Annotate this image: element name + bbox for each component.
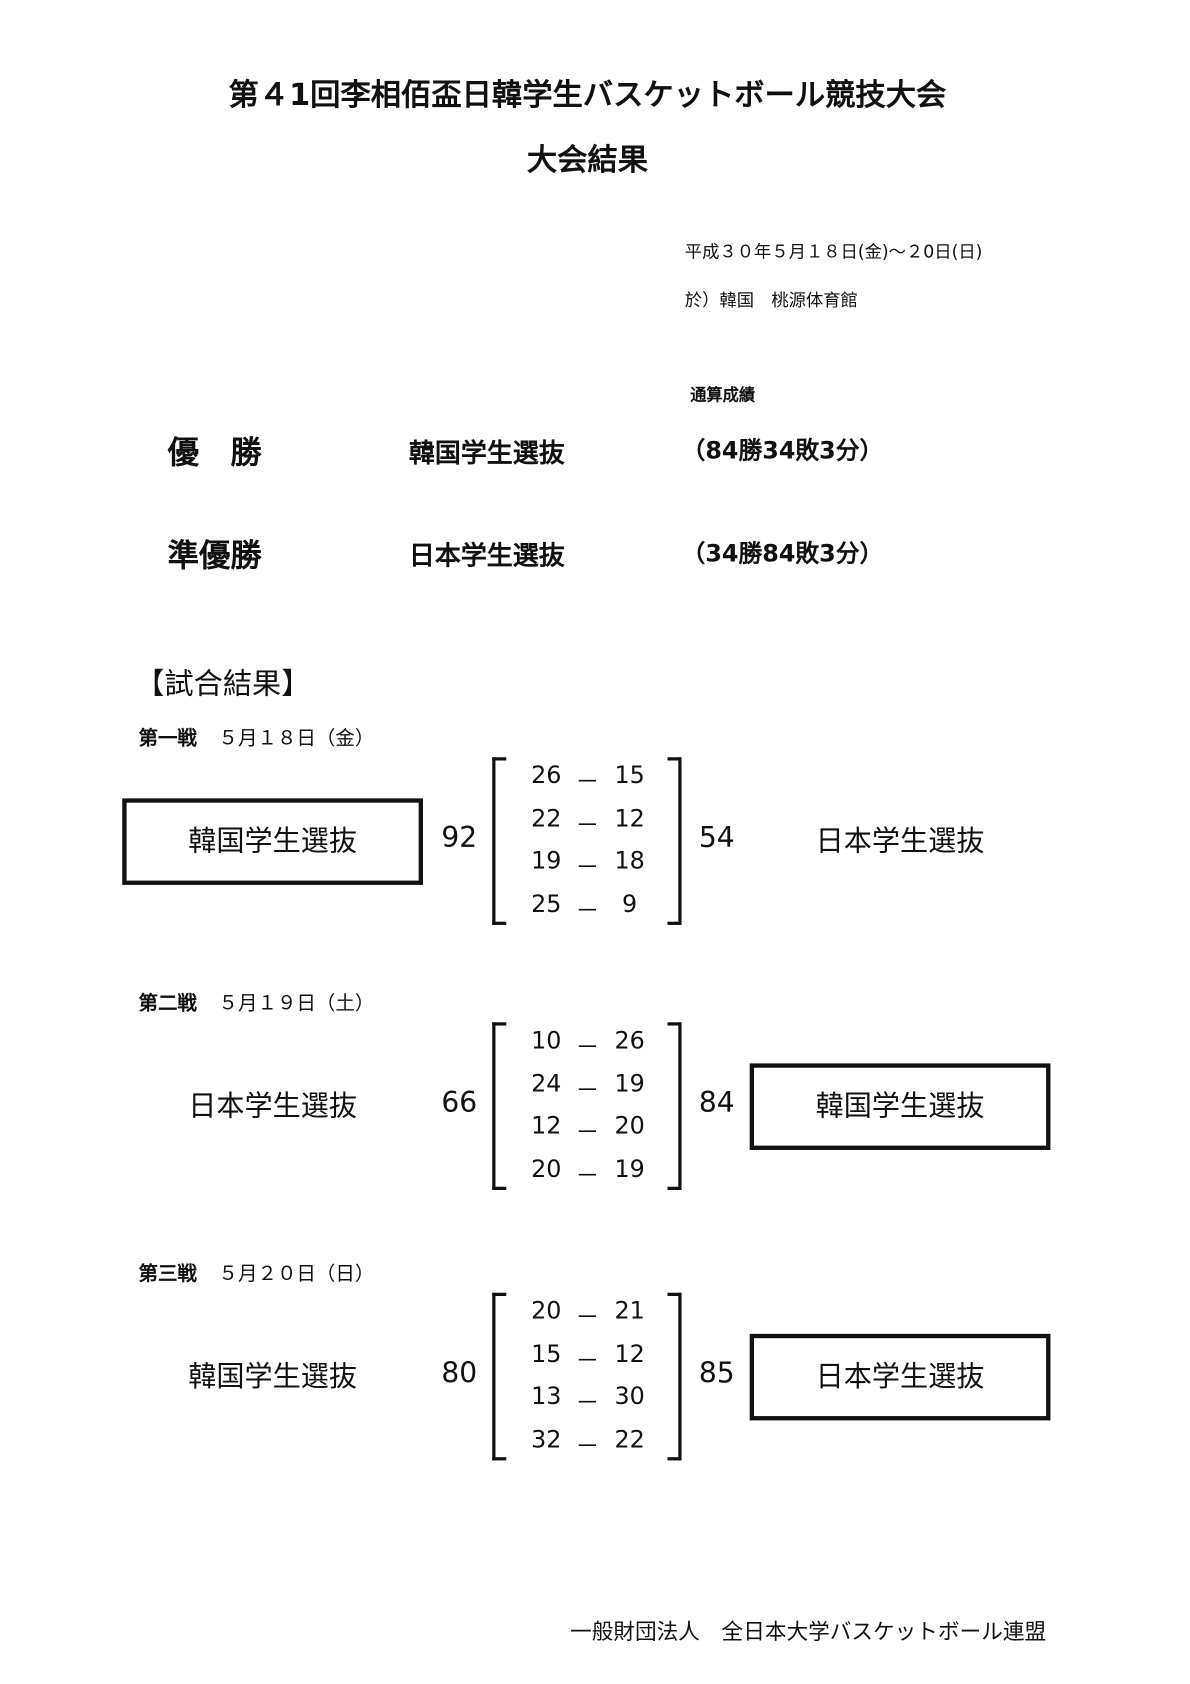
left-team: 韓国学生選抜	[122, 1334, 423, 1421]
bracket-right	[667, 1022, 682, 1190]
game-header: 第三戦 ５月２０日（日）	[138, 1258, 374, 1286]
quarter-dash: －	[575, 811, 600, 839]
quarter-dash: －	[575, 1119, 600, 1147]
game-label: 第二戦	[138, 992, 197, 1015]
quarter-left-score: 19	[531, 848, 562, 876]
game-date: ５月２０日（日）	[218, 1262, 375, 1286]
quarter-right-score: 22	[614, 1426, 645, 1454]
right-total-score: 85	[698, 1357, 735, 1391]
event-venue: 於）韓国 桃源体育館	[684, 289, 858, 311]
quarter-left-score: 13	[531, 1383, 562, 1411]
left-team-name: 韓国学生選抜	[188, 825, 357, 858]
quarter-left-score: 15	[531, 1340, 562, 1368]
champion-team: 韓国学生選抜	[408, 438, 565, 469]
right-team: 日本学生選抜	[749, 1333, 1051, 1421]
bracket-left	[492, 1292, 507, 1461]
quarter-dash: －	[575, 769, 600, 797]
left-total-score: 80	[441, 1357, 478, 1391]
quarter-left-score: 10	[531, 1027, 562, 1055]
overall-record-label: 通算成績	[690, 385, 756, 405]
bracket-left	[492, 757, 507, 925]
game-header: 第一戦 ５月１８日（金）	[138, 723, 374, 751]
quarter-right-score: 18	[614, 848, 645, 876]
footer-organization: 一般財団法人 全日本大学バスケットボール連盟	[570, 1618, 1047, 1645]
game-label: 第三戦	[138, 1262, 197, 1286]
bracket-right	[667, 757, 682, 925]
quarter-left-score: 22	[531, 805, 562, 833]
champion-record: （84勝34敗3分）	[681, 438, 884, 466]
quarter-right-score: 15	[614, 762, 645, 790]
quarter-dash: －	[575, 1347, 600, 1375]
results-heading: 【試合結果】	[135, 667, 311, 702]
bracket-right	[667, 1292, 682, 1461]
left-team-name: 韓国学生選抜	[188, 1360, 357, 1394]
quarter-dash: －	[575, 1304, 600, 1332]
left-team: 韓国学生選抜	[122, 798, 423, 885]
right-team: 日本学生選抜	[750, 798, 1051, 885]
runner-up-label: 準優勝	[167, 536, 262, 574]
left-team-name: 日本学生選抜	[188, 1090, 357, 1123]
quarter-dash: －	[575, 1034, 600, 1062]
event-date: 平成３０年５月１８日(金)～２0日(日)	[684, 241, 983, 262]
quarter-left-score: 12	[531, 1113, 562, 1141]
quarter-left-score: 26	[531, 762, 562, 790]
runner-up-team: 日本学生選抜	[408, 540, 565, 572]
bracket-left	[492, 1022, 507, 1190]
game-header: 第二戦 ５月１９日（土）	[138, 988, 374, 1016]
right-total-score: 84	[698, 1087, 735, 1120]
quarter-right-score: 26	[614, 1027, 645, 1055]
quarter-dash: －	[575, 1162, 600, 1190]
quarter-left-score: 20	[531, 1298, 562, 1326]
game-date: ５月１９日（土）	[218, 992, 375, 1015]
right-team-name: 日本学生選抜	[815, 825, 985, 858]
champion-label: 優 勝	[167, 433, 262, 471]
left-team: 日本学生選抜	[122, 1063, 423, 1150]
quarter-left-score: 20	[531, 1155, 562, 1183]
game-date: ５月１８日（金）	[218, 726, 375, 750]
quarter-right-score: 21	[614, 1298, 645, 1326]
quarter-right-score: 12	[614, 805, 645, 833]
quarter-right-score: 20	[614, 1113, 645, 1141]
quarter-left-score: 24	[531, 1070, 562, 1098]
quarter-right-score: 9	[622, 890, 638, 918]
document-subtitle: 大会結果	[526, 141, 648, 178]
quarter-right-score: 30	[614, 1383, 645, 1411]
quarter-dash: －	[575, 1432, 600, 1460]
left-total-score: 66	[441, 1087, 478, 1120]
right-team-name: 日本学生選抜	[815, 1360, 985, 1394]
right-total-score: 54	[698, 822, 735, 855]
quarter-right-score: 19	[614, 1155, 645, 1183]
quarter-left-score: 25	[531, 890, 562, 918]
quarter-dash: －	[575, 854, 600, 882]
document-title: 第４1回李相佰盃日韓学生バスケットボール競技大会	[228, 76, 947, 113]
quarter-right-score: 12	[614, 1340, 645, 1368]
quarter-dash: －	[575, 897, 600, 925]
runner-up-record: （34勝84敗3分）	[681, 540, 884, 568]
game-label: 第一戦	[138, 726, 197, 750]
quarter-dash: －	[575, 1076, 600, 1104]
right-team-name: 韓国学生選抜	[815, 1090, 985, 1123]
quarter-dash: －	[575, 1390, 600, 1418]
quarter-left-score: 32	[531, 1426, 562, 1454]
left-total-score: 92	[441, 822, 478, 855]
quarter-right-score: 19	[614, 1070, 645, 1098]
right-team: 韓国学生選抜	[749, 1063, 1051, 1150]
